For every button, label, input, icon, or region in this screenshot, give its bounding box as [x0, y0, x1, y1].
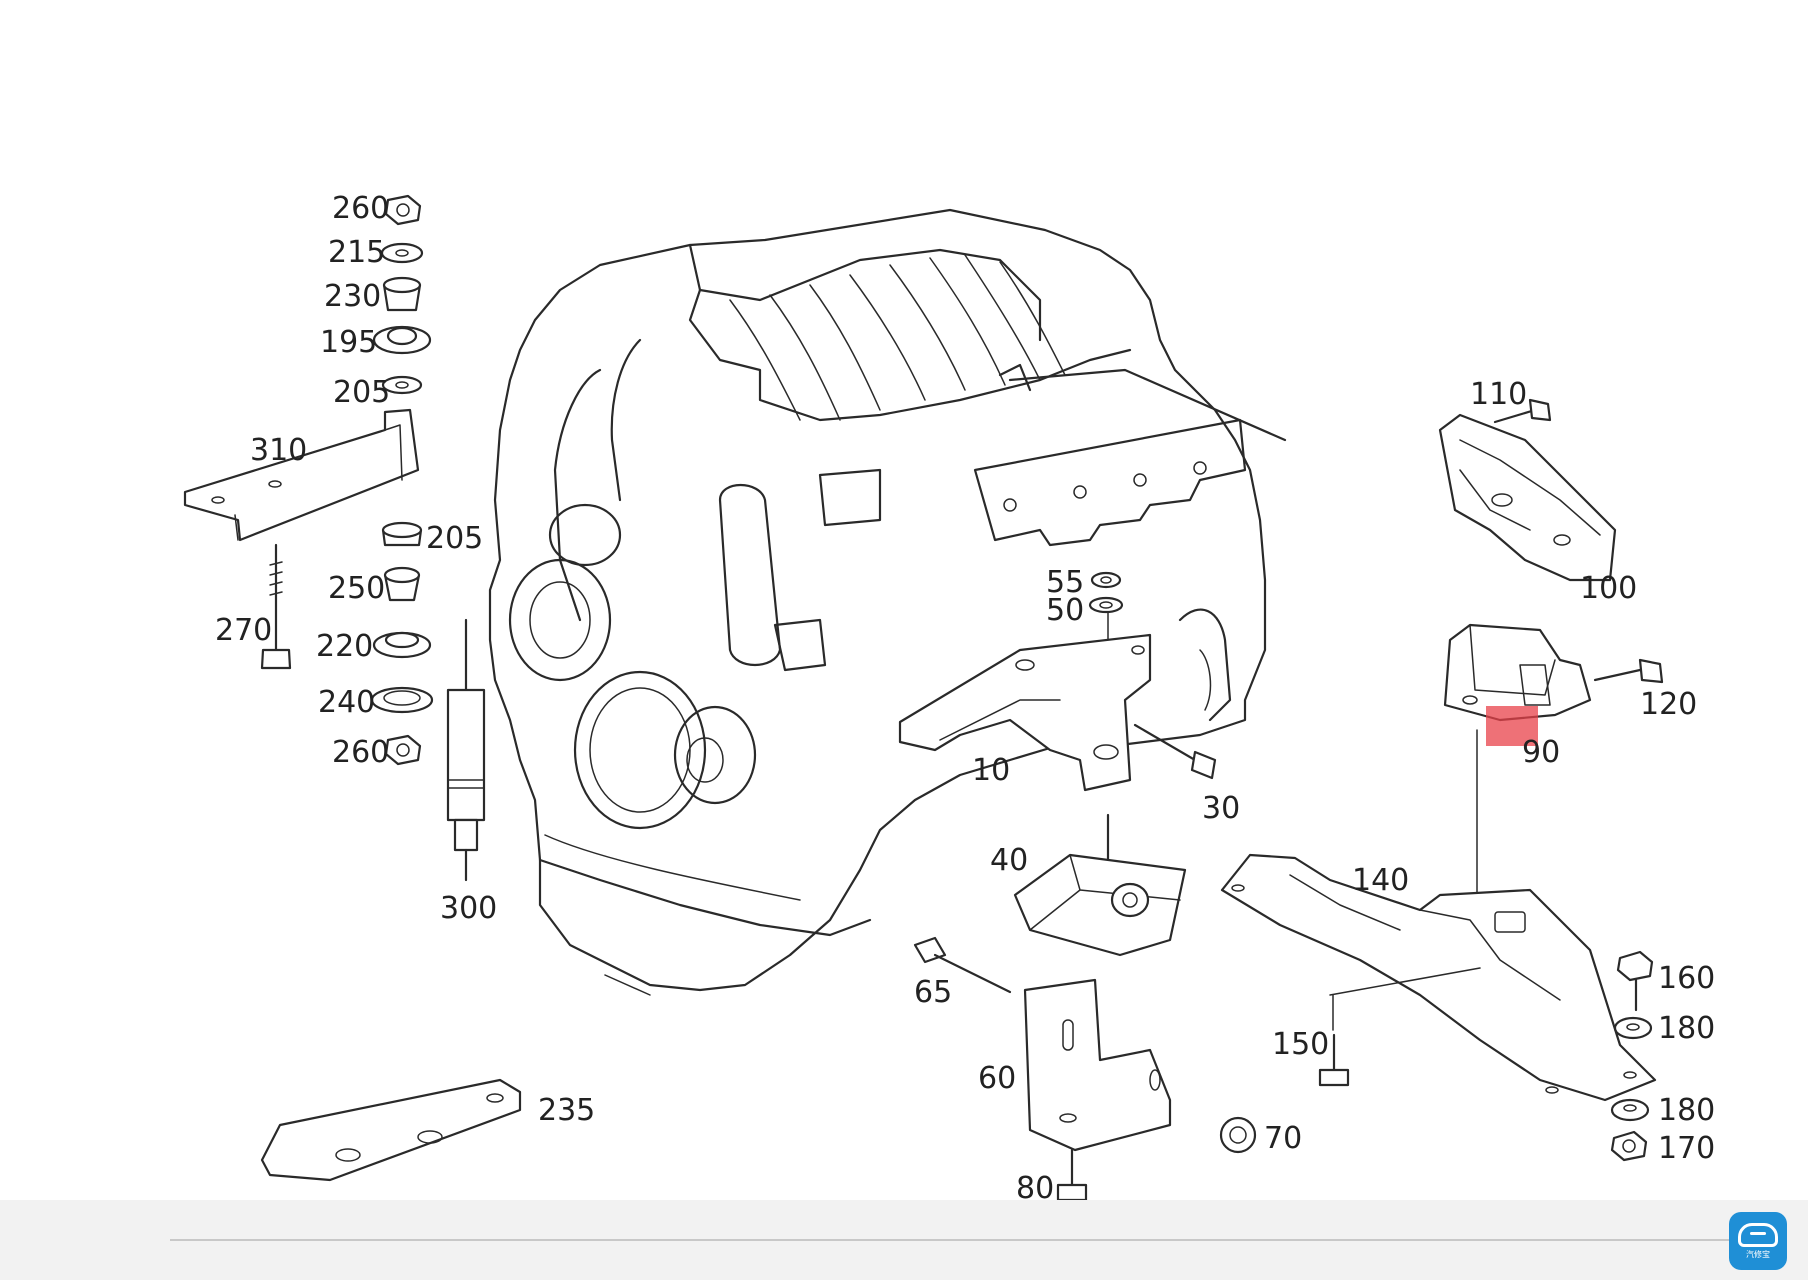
transmission-bracket-100 [1438, 398, 1617, 582]
engine-block [488, 208, 1287, 996]
label-205-upper: 205 [333, 375, 390, 410]
label-140: 140 [1352, 863, 1409, 898]
crossmember-140 [1220, 853, 1657, 1102]
label-50: 50 [1046, 593, 1084, 628]
highlight-marker [1486, 706, 1538, 746]
plate-235 [260, 1078, 522, 1182]
label-310: 310 [250, 433, 307, 468]
label-90: 90 [1522, 735, 1560, 770]
right-hardware [1610, 950, 1654, 1162]
rubber-mount-40 [1013, 813, 1187, 957]
bracket-60 [1023, 978, 1257, 1202]
label-150: 150 [1272, 1027, 1329, 1062]
footer-divider [170, 1239, 1730, 1241]
label-65: 65 [914, 975, 952, 1010]
label-215: 215 [328, 235, 385, 270]
label-40: 40 [990, 843, 1028, 878]
car-service-icon [1738, 1222, 1778, 1247]
label-260-top: 260 [332, 191, 389, 226]
label-170: 170 [1658, 1131, 1715, 1166]
label-235: 235 [538, 1093, 595, 1128]
label-260-bottom: 260 [332, 735, 389, 770]
label-180-upper: 180 [1658, 1011, 1715, 1046]
label-60: 60 [978, 1061, 1016, 1096]
label-220: 220 [316, 629, 373, 664]
label-120: 120 [1640, 687, 1697, 722]
label-70: 70 [1264, 1121, 1302, 1156]
label-240: 240 [318, 685, 375, 720]
left-bracket-assembly [183, 194, 486, 882]
label-300: 300 [440, 891, 497, 926]
label-250: 250 [328, 571, 385, 606]
app-badge-label: 汽修宝 [1746, 1249, 1770, 1259]
label-270: 270 [215, 613, 272, 648]
label-30: 30 [1202, 791, 1240, 826]
label-160: 160 [1658, 961, 1715, 996]
label-100: 100 [1580, 571, 1637, 606]
part-number-labels: 260 215 230 195 205 310 205 250 270 220 … [215, 191, 1715, 1206]
label-10: 10 [972, 753, 1010, 788]
label-55: 55 [1046, 565, 1084, 600]
label-110: 110 [1470, 377, 1527, 412]
label-180-lower: 180 [1658, 1093, 1715, 1128]
label-205-lower: 205 [426, 521, 483, 556]
transmission-mount-90 [1443, 623, 1664, 921]
label-230: 230 [324, 279, 381, 314]
nut-260-top [384, 194, 422, 226]
label-195: 195 [320, 325, 377, 360]
front-mount-bracket-10 [898, 571, 1217, 792]
bolt-65 [913, 936, 1012, 994]
app-badge-button[interactable]: 汽修宝 [1729, 1212, 1787, 1270]
